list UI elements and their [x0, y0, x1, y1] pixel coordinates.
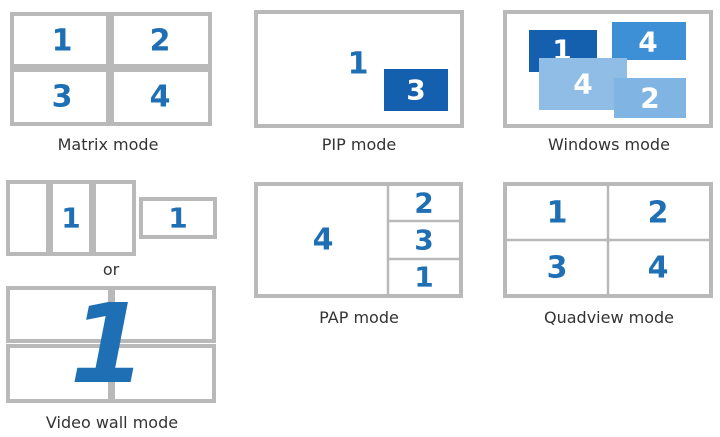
- matrix-mode-diagram: 1 2 3 4 Matrix mode: [10, 12, 212, 154]
- matrix-number-3: 3: [52, 80, 73, 115]
- videowall-strip-number: 1: [61, 202, 80, 235]
- pip-mode-caption: PIP mode: [322, 135, 396, 154]
- matrix-number-1: 1: [52, 24, 73, 59]
- pap-side-number-2: 3: [414, 224, 433, 257]
- window-4-number: 4: [573, 68, 592, 101]
- matrix-number-4: 4: [150, 80, 171, 115]
- videowall-mode-diagram: 1 1 or 1 Video wall mode: [6, 180, 217, 432]
- pap-side-number-1: 2: [414, 187, 433, 220]
- quadview-number-1: 1: [547, 196, 568, 231]
- videowall-single-screen: [139, 197, 217, 239]
- windows-mode-caption: Windows mode: [548, 135, 670, 154]
- pip-inset-number: 3: [406, 74, 425, 107]
- pap-main-number: 4: [313, 223, 334, 258]
- videowall-strip-panel-1: [6, 180, 50, 256]
- matrix-cell-1: [10, 12, 110, 68]
- quadview-number-3: 3: [547, 251, 568, 286]
- pip-mode-diagram: 1 3 PIP mode: [254, 10, 464, 154]
- matrix-cell-3: [10, 68, 110, 126]
- videowall-panel-1: [6, 286, 112, 343]
- matrix-cell-2: [110, 12, 212, 68]
- pip-main-number: 1: [348, 47, 369, 82]
- pap-mode-diagram: 4 2 3 1 PAP mode: [254, 182, 463, 327]
- matrix-cell-4: [110, 68, 212, 126]
- videowall-mode-caption: Video wall mode: [46, 413, 178, 432]
- videowall-panel-2: [111, 286, 216, 343]
- window-4: [539, 58, 627, 110]
- videowall-panel-4: [111, 344, 216, 403]
- videowall-or-label: or: [103, 260, 120, 279]
- matrix-mode-caption: Matrix mode: [58, 135, 159, 154]
- windows-mode-diagram: 1 4 4 2 Windows mode: [503, 10, 713, 154]
- window-3: [612, 22, 686, 60]
- videowall-strip-panel-3: [92, 180, 136, 256]
- matrix-number-2: 2: [150, 24, 171, 59]
- videowall-big-number: 1: [70, 280, 147, 408]
- quadview-mode-diagram: 1 2 3 4 Quadview mode: [503, 182, 713, 327]
- pap-screen: [254, 182, 463, 298]
- pap-mode-caption: PAP mode: [319, 308, 399, 327]
- videowall-panel-3: [6, 344, 112, 403]
- quadview-number-4: 4: [648, 251, 669, 286]
- window-2-number: 2: [640, 82, 659, 115]
- window-3-number: 4: [638, 26, 657, 59]
- videowall-strip-panel-2: [49, 180, 93, 256]
- videowall-single-number: 1: [168, 202, 187, 235]
- pip-inset-window: [384, 69, 448, 111]
- quadview-mode-caption: Quadview mode: [544, 308, 674, 327]
- pap-side-number-3: 1: [414, 261, 433, 294]
- quadview-number-2: 2: [648, 196, 669, 231]
- window-2: [614, 78, 686, 118]
